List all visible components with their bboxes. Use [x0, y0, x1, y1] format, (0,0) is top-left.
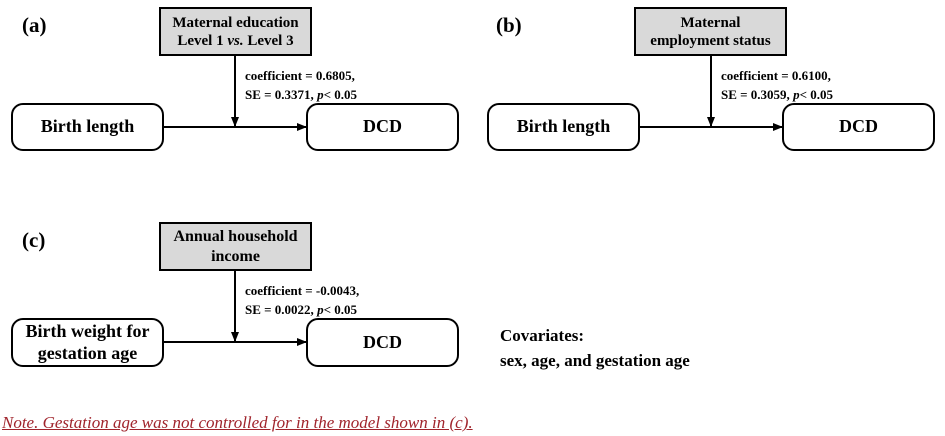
panel-c-label: (c): [22, 228, 46, 252]
panel-c-predictor-line2: gestation age: [37, 342, 138, 363]
panel-a-outcome-box: DCD: [306, 103, 459, 151]
panel-a-moderator-line1: Maternal education: [172, 14, 299, 31]
panel-c-moderator-box: Annual household income: [159, 222, 312, 271]
panel-a-se-p: SE = 0.3371, p< 0.05: [245, 87, 357, 102]
panel-b-predictor-box: Birth length: [487, 103, 640, 151]
panel-b-se-p: SE = 0.3059, p< 0.05: [721, 87, 833, 102]
panel-c-se-p: SE = 0.0022, p< 0.05: [245, 302, 357, 317]
panel-b-stats: coefficient = 0.6100, SE = 0.3059, p< 0.…: [721, 66, 833, 104]
panel-b-outcome-label: DCD: [839, 116, 878, 137]
panel-a-label: (a): [22, 13, 47, 37]
covariates-list: sex, age, and gestation age: [500, 351, 690, 370]
panel-c-outcome-label: DCD: [363, 331, 402, 352]
panel-b-moderator-box: Maternal employment status: [634, 7, 787, 56]
panel-a-predictor-box: Birth length: [11, 103, 164, 151]
panel-c-coefficient: coefficient = -0.0043,: [245, 283, 360, 298]
panel-c-predictor-line1: Birth weight for: [25, 320, 150, 341]
panel-b-outcome-box: DCD: [782, 103, 935, 151]
panel-b-moderator-line1: Maternal: [680, 14, 741, 31]
panel-b-predictor-line1: Birth length: [516, 116, 611, 137]
panel-b-coefficient: coefficient = 0.6100,: [721, 68, 831, 83]
panel-c-moderator-line2: income: [211, 247, 260, 265]
panel-b-label: (b): [496, 13, 522, 37]
panel-c-stats: coefficient = -0.0043, SE = 0.0022, p< 0…: [245, 281, 359, 319]
panel-a-coefficient: coefficient = 0.6805,: [245, 68, 355, 83]
panel-c-outcome-box: DCD: [306, 318, 459, 367]
panel-a-moderator-line2: Level 1 vs. Level 3: [177, 32, 294, 49]
panel-a-stats: coefficient = 0.6805, SE = 0.3371, p< 0.…: [245, 66, 357, 104]
figure-note: Note. Gestation age was not controlled f…: [2, 413, 473, 432]
panel-c-moderator-line1: Annual household: [173, 228, 298, 246]
panel-b-moderator-line2: employment status: [650, 32, 771, 49]
panel-a-outcome-label: DCD: [363, 116, 402, 137]
covariates-text: Covariates: sex, age, and gestation age: [500, 323, 690, 373]
panel-c-predictor-box: Birth weight for gestation age: [11, 318, 164, 367]
panel-a-predictor-line1: Birth length: [40, 116, 135, 137]
panel-a-moderator-box: Maternal education Level 1 vs. Level 3: [159, 7, 312, 56]
covariates-heading: Covariates:: [500, 326, 585, 345]
